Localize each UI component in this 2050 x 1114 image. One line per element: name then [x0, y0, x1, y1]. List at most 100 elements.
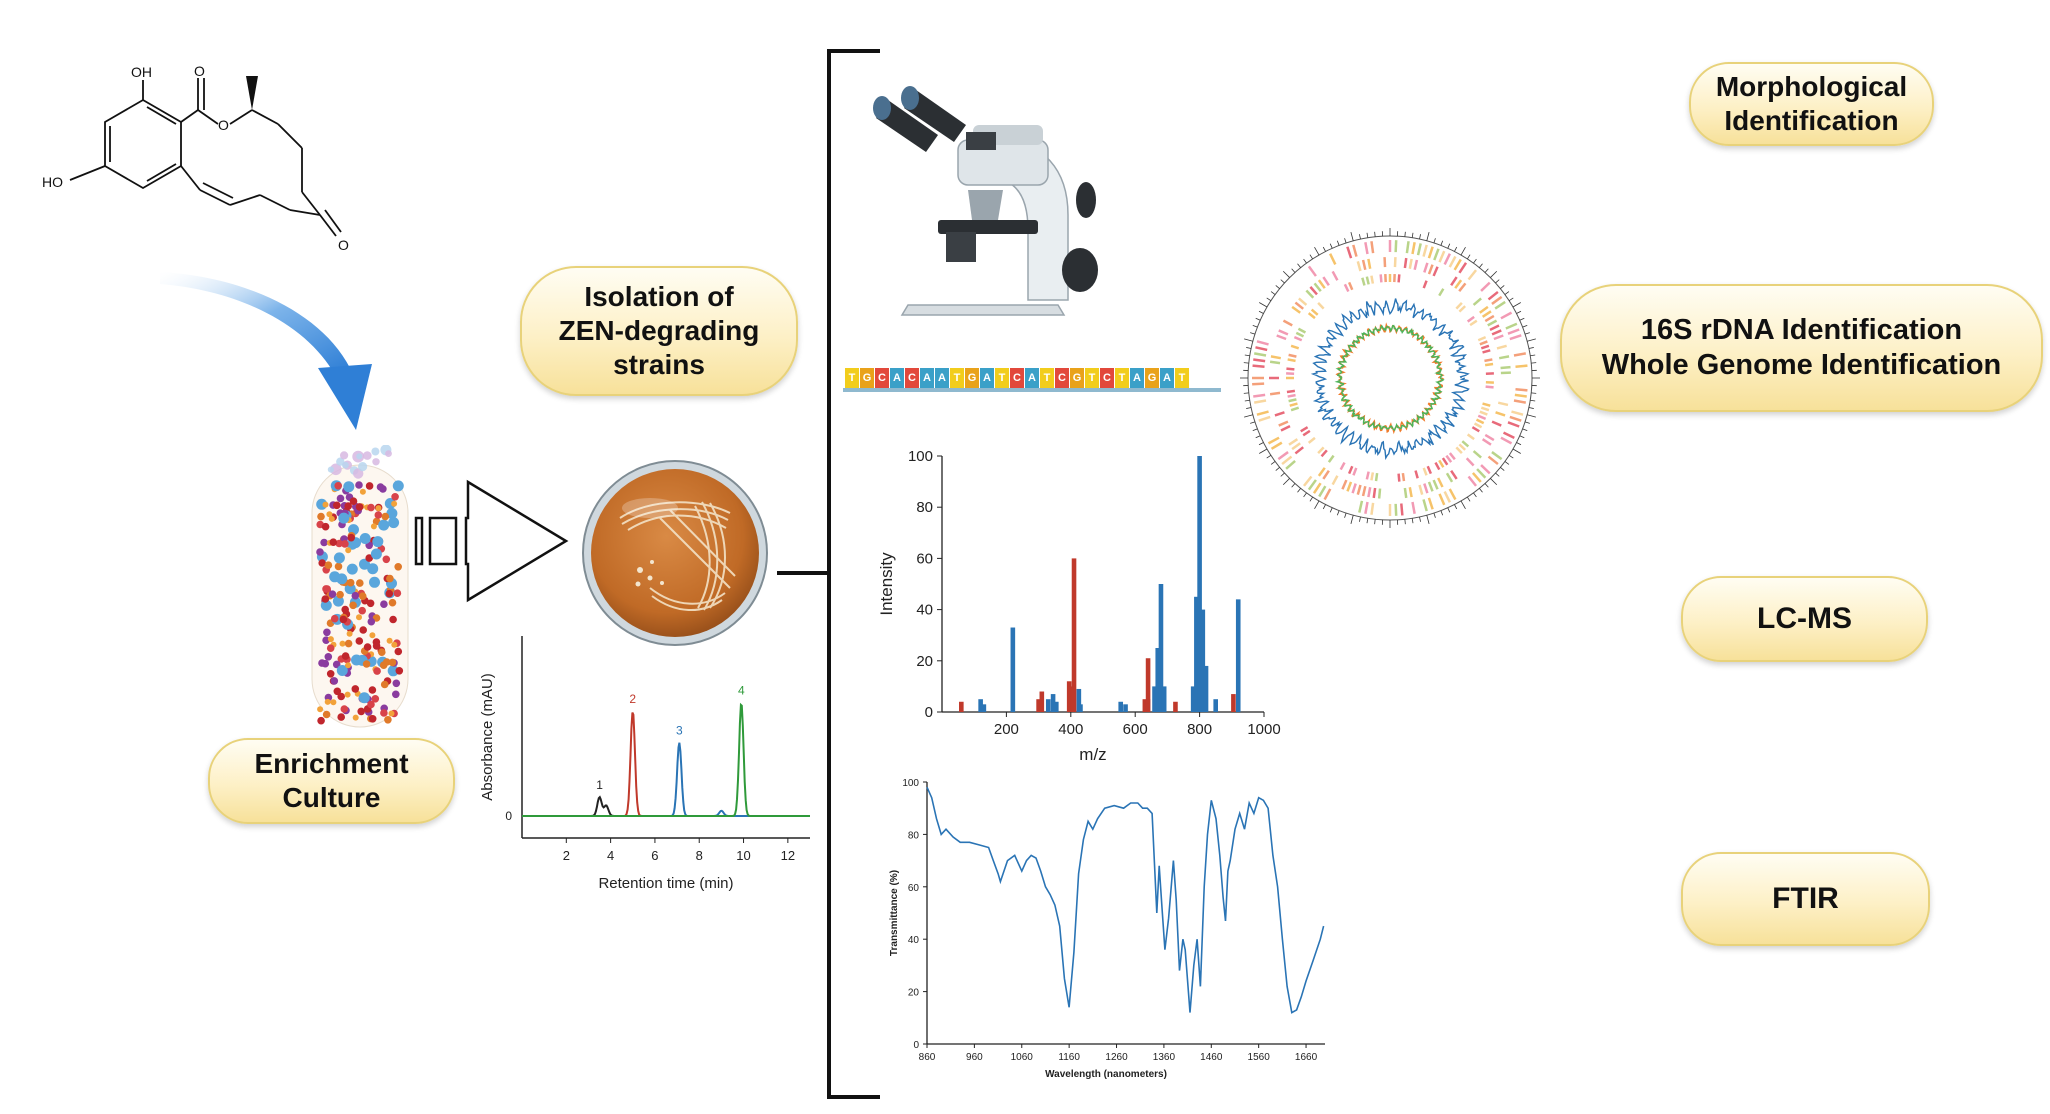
- ms-bar: [1045, 699, 1051, 712]
- genome-feature: [1397, 274, 1401, 283]
- genome-feature: [1426, 465, 1433, 475]
- genome-tick: [1270, 461, 1276, 465]
- genome-feature: [1274, 411, 1285, 417]
- genome-feature: [1473, 422, 1483, 429]
- sequence-base: A: [890, 368, 904, 388]
- tube-particle: [326, 670, 335, 678]
- ftir-y-axis-title: Transmittance (%): [889, 870, 900, 956]
- ms-bar: [1010, 627, 1016, 712]
- tube-particle: [388, 710, 395, 717]
- genome-feature: [1401, 472, 1406, 482]
- genome-tick: [1524, 332, 1530, 335]
- ms-bar: [959, 701, 964, 712]
- genome-feature: [1370, 502, 1375, 515]
- genome-tick: [1447, 243, 1451, 249]
- genome-feature: [1282, 319, 1293, 327]
- genome-feature: [1422, 499, 1428, 512]
- genome-feature: [1286, 367, 1295, 371]
- ms-bar: [981, 704, 987, 712]
- tube-particle: [321, 522, 330, 531]
- genome-feature: [1484, 433, 1495, 442]
- genome-feature: [1458, 443, 1467, 451]
- enrichment-culture-label: Enrichment Culture: [208, 738, 455, 824]
- genome-feature: [1427, 497, 1434, 510]
- genome-feature: [1477, 414, 1487, 421]
- tube-particle: [391, 500, 398, 507]
- genome-feature: [1364, 241, 1369, 255]
- genome-feature: [1346, 481, 1353, 492]
- genome-feature: [1514, 393, 1527, 398]
- tube-particle: [339, 615, 348, 624]
- genome-feature: [1434, 461, 1441, 471]
- genome-feature: [1511, 410, 1524, 416]
- genome-tick: [1411, 518, 1414, 524]
- chromatogram-x-tick-label: 4: [607, 848, 614, 863]
- tube-particle: [340, 705, 349, 713]
- genome-feature: [1427, 481, 1434, 492]
- genome-feature: [1438, 250, 1446, 263]
- tube-particle: [337, 692, 345, 701]
- genome-feature: [1458, 282, 1467, 292]
- genome-feature: [1481, 438, 1492, 446]
- genome-feature: [1500, 365, 1511, 370]
- genome-tick: [1322, 246, 1326, 252]
- genome-tick: [1516, 442, 1522, 446]
- sequence-base: A: [1160, 368, 1174, 388]
- genome-tick: [1531, 392, 1537, 394]
- tube-particle: [389, 615, 397, 624]
- genome-tick: [1530, 399, 1536, 402]
- genome-tick: [1490, 478, 1498, 486]
- tube-particle: [395, 667, 404, 675]
- genome-feature: [1269, 391, 1281, 396]
- ms-bar: [1155, 648, 1161, 712]
- tube-particle: [358, 606, 366, 615]
- genome-feature: [1443, 490, 1452, 503]
- tube-particle: [338, 512, 350, 524]
- ms-bar: [1145, 658, 1151, 712]
- genome-tick: [1258, 310, 1264, 314]
- tube-particle: [317, 706, 324, 713]
- chromatogram-series-3: [522, 742, 810, 817]
- genome-feature: [1307, 312, 1316, 320]
- genome-feature: [1438, 493, 1446, 506]
- genome-feature: [1352, 244, 1358, 257]
- genome-feature: [1469, 319, 1478, 327]
- tube-particle: [333, 687, 342, 696]
- bracket-connector: [777, 49, 880, 1099]
- tube-particle: [324, 698, 331, 705]
- ms-bar: [1161, 686, 1167, 712]
- ms-bar: [1235, 599, 1241, 712]
- culture-tube-icon: [311, 445, 409, 728]
- genome-tick: [1411, 232, 1414, 238]
- genome-feature: [1480, 344, 1490, 350]
- ms-bar: [1054, 701, 1059, 712]
- tube-particle: [351, 591, 360, 600]
- genome-tick: [1484, 268, 1489, 273]
- tube-particle: [386, 637, 393, 644]
- genome-feature: [1403, 487, 1408, 499]
- genome-feature: [1465, 457, 1475, 467]
- ms-bar: [1066, 681, 1072, 712]
- tube-particle: [374, 511, 383, 519]
- genome-feature: [1297, 327, 1307, 334]
- genome-feature: [1256, 340, 1269, 346]
- genome-feature: [1515, 364, 1528, 368]
- chromatogram-peak-label-1: 1: [596, 778, 603, 792]
- genome-tick: [1250, 332, 1256, 335]
- genome-tick: [1508, 297, 1514, 301]
- genome-feature: [1441, 457, 1449, 466]
- genome-feature: [1484, 362, 1494, 367]
- tube-particle: [367, 700, 375, 709]
- genome-tick: [1519, 435, 1525, 439]
- ms-bar: [1194, 596, 1199, 712]
- chromatogram-y-tick-label: 0: [505, 809, 512, 823]
- genome-feature: [1290, 406, 1300, 412]
- tube-particle: [318, 659, 326, 667]
- genome-feature: [1302, 429, 1311, 437]
- tube-particle: [355, 503, 364, 511]
- tube-particle: [367, 617, 376, 626]
- genome-feature: [1291, 442, 1301, 451]
- genome-feature: [1432, 479, 1439, 490]
- genome-tick: [1314, 247, 1320, 256]
- tube-particle: [346, 578, 355, 587]
